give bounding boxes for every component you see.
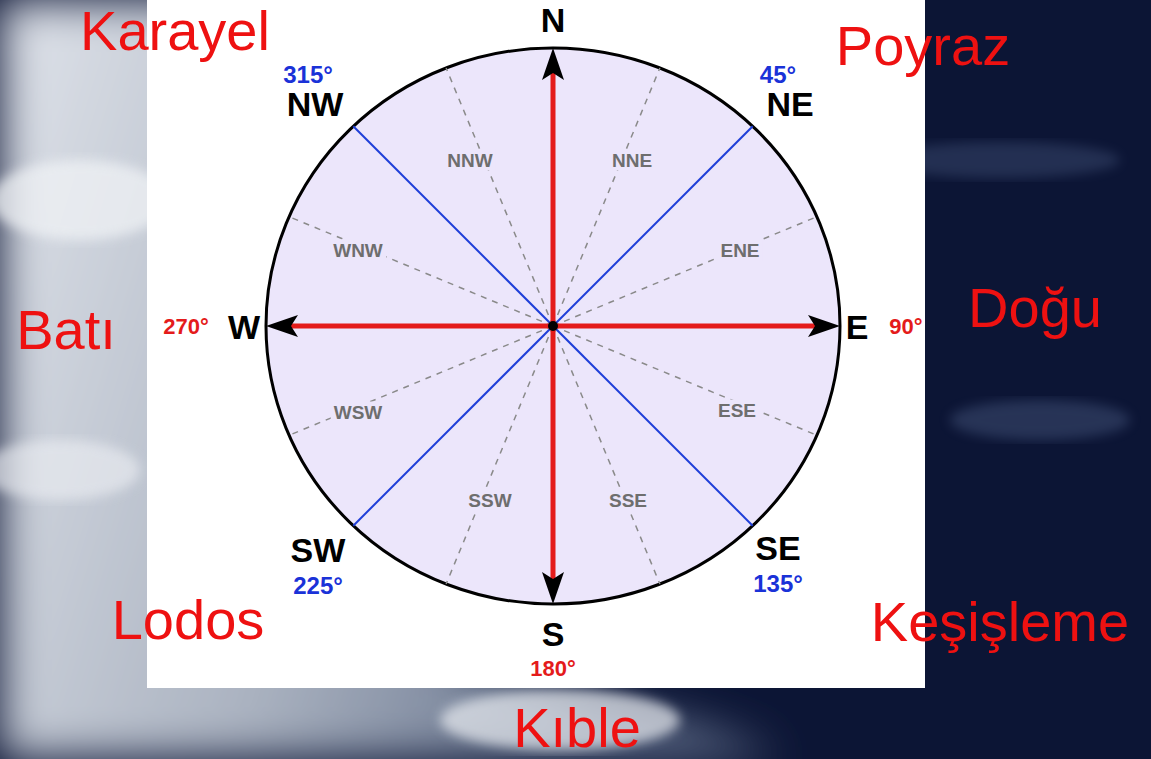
bearing-degree: 180° xyxy=(530,658,576,680)
dashed-line xyxy=(553,326,817,435)
arrow-head xyxy=(542,48,564,80)
direction-letter: SW xyxy=(291,533,346,567)
arrow-shaft xyxy=(553,324,816,329)
dashed-line xyxy=(553,68,660,326)
cloud-streak xyxy=(0,160,170,240)
arrow-heads xyxy=(266,48,840,604)
direction-letter: N xyxy=(541,3,566,37)
bearing-degree: 45° xyxy=(760,63,796,87)
arrow-shaft xyxy=(290,324,553,329)
wind-name: Kıble xyxy=(513,700,641,756)
arrow-head xyxy=(808,315,840,337)
dashed-line xyxy=(446,326,553,584)
wind-name: Batı xyxy=(16,302,116,358)
wind-name: Karayel xyxy=(80,3,270,59)
direction-letter: SE xyxy=(755,531,800,565)
arrow-head xyxy=(542,572,564,604)
minor-direction-lines xyxy=(289,68,817,584)
bearing-degree: 135° xyxy=(753,572,803,596)
minor-direction: ENE xyxy=(717,240,762,261)
cloud-streak xyxy=(950,400,1130,440)
minor-direction: WNW xyxy=(330,240,386,261)
bearing-degree: 315° xyxy=(283,63,333,87)
minor-direction: WSW xyxy=(331,402,386,423)
arrow-shaft xyxy=(551,72,556,326)
direction-letter: E xyxy=(846,310,869,344)
minor-direction: NNW xyxy=(444,150,495,171)
dashed-line xyxy=(289,326,553,435)
white-panel xyxy=(147,0,925,688)
minor-direction: NNE xyxy=(609,150,655,171)
minor-direction: SSW xyxy=(465,490,514,511)
direction-letter: S xyxy=(542,617,565,651)
center-dot xyxy=(548,321,558,331)
minor-direction: ESE xyxy=(715,400,759,421)
wind-name: Keşişleme xyxy=(871,594,1129,650)
dashed-line xyxy=(553,217,817,326)
dashed-line xyxy=(446,68,553,326)
direction-letter: W xyxy=(228,310,260,344)
direction-letter: NE xyxy=(766,87,813,121)
cardinal-arrows xyxy=(290,72,816,580)
arrow-shaft xyxy=(551,326,556,580)
compass-circle xyxy=(266,48,840,604)
wind-name: Poyraz xyxy=(836,18,1010,74)
arrow-head xyxy=(266,315,298,337)
minor-direction: SSE xyxy=(606,490,650,511)
direction-letter: NW xyxy=(287,87,344,121)
bearing-degree: 90° xyxy=(889,316,922,338)
cloud-streak xyxy=(0,440,140,500)
bearing-degree: 225° xyxy=(293,574,343,598)
dashed-line xyxy=(289,217,553,326)
bearing-degree: 270° xyxy=(163,316,209,338)
wind-name: Lodos xyxy=(112,592,265,648)
dashed-line xyxy=(553,326,660,584)
wind-name: Doğu xyxy=(968,280,1102,336)
